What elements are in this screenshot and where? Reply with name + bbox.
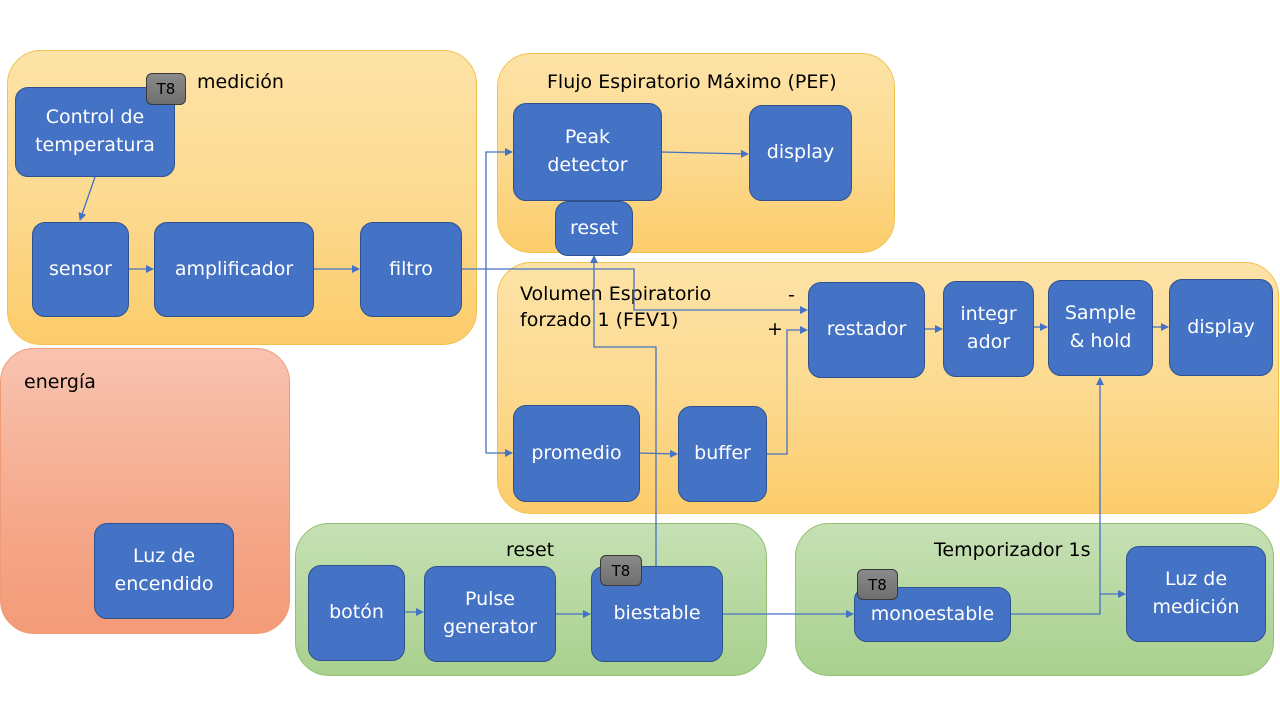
tag-t8-monoestable: T8: [857, 569, 898, 600]
group-title-medicion: medición: [197, 71, 284, 93]
block-pef-reset: reset: [555, 201, 633, 256]
block-amplificador: amplificador: [154, 222, 314, 317]
group-title-fev1: Volumen Espiratorio forzado 1 (FEV1): [520, 283, 712, 331]
block-luz-encendido: Luz de encendido: [94, 523, 234, 619]
group-title-pef: Flujo Espiratorio Máximo (PEF): [547, 71, 837, 93]
block-integrador: integr ador: [943, 281, 1034, 377]
group-title-reset: reset: [506, 539, 555, 561]
tag-t8-biestable: T8: [600, 555, 642, 586]
group-title-temporizador: Temporizador 1s: [934, 539, 1091, 561]
block-restador: restador: [808, 282, 925, 378]
block-control-temperatura: Control de temperatura: [15, 87, 175, 177]
block-sensor: sensor: [32, 222, 129, 317]
tag-t8-control: T8: [146, 73, 186, 105]
block-filtro: filtro: [360, 222, 462, 317]
block-peak-detector: Peak detector: [513, 103, 662, 201]
block-luz-medicion: Luz de medición: [1126, 546, 1266, 642]
plus-sign: +: [767, 318, 783, 340]
block-promedio: promedio: [513, 405, 640, 502]
block-pef-display: display: [749, 105, 852, 201]
block-buffer: buffer: [678, 406, 767, 502]
block-boton: botón: [308, 565, 405, 661]
group-title-energia: energía: [24, 371, 96, 393]
block-fev-display: display: [1169, 279, 1273, 376]
block-sample-hold: Sample & hold: [1048, 280, 1153, 376]
minus-sign: -: [788, 284, 795, 306]
block-pulse-generator: Pulse generator: [424, 566, 556, 662]
